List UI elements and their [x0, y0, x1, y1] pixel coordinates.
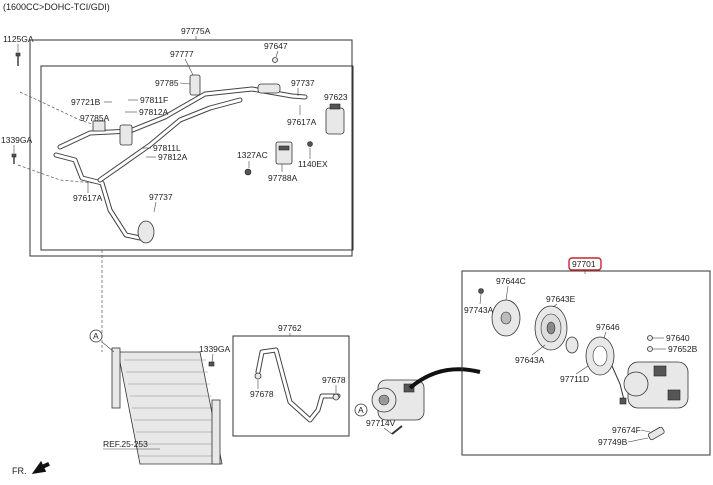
part-label-97678-left: 97678 — [250, 389, 274, 399]
ref-label: REF.25-253 — [103, 439, 148, 449]
part-label-97737-low: 97737 — [149, 192, 173, 202]
o-ring-icon — [272, 57, 278, 63]
snap-ring — [565, 336, 579, 354]
part-label-97812a-low: 97812A — [158, 152, 188, 162]
pipe-clamp — [92, 120, 106, 132]
part-label-97646: 97646 — [596, 322, 620, 332]
o-ring-icon — [332, 393, 340, 401]
nut-icon — [244, 168, 252, 176]
part-label-97714v: 97714V — [366, 418, 396, 428]
part-label-1339ga-top: 1339GA — [1, 135, 33, 145]
part-label-97617a-left: 97617A — [73, 193, 103, 203]
part-label-97643e: 97643E — [546, 294, 576, 304]
relief-valve — [647, 426, 665, 441]
part-label-97777: 97777 — [170, 49, 194, 59]
bolt-icon — [391, 425, 403, 435]
pipe-service-valve — [119, 124, 133, 146]
part-label-97775a: 97775A — [181, 26, 211, 36]
o-ring-icon — [254, 372, 262, 380]
compressor-body — [623, 361, 689, 409]
discharge-hose-box — [232, 335, 350, 437]
front-arrow-icon — [31, 460, 50, 475]
part-label-1327ac: 1327AC — [237, 150, 268, 160]
part-label-97678-right: 97678 — [322, 375, 346, 385]
part-label-97785a: 97785A — [80, 113, 110, 123]
pipe-bracket — [189, 74, 201, 96]
front-direction-label: FR. — [12, 466, 27, 476]
part-label-97762: 97762 — [278, 323, 302, 333]
compressor-detail-box — [461, 270, 711, 456]
part-label-97647: 97647 — [264, 41, 288, 51]
part-label-1125ga: 1125GA — [3, 34, 34, 44]
field-coil — [585, 336, 627, 405]
guide-line — [19, 91, 96, 126]
discharge-hose — [255, 347, 341, 423]
pipe-end-fitting — [137, 220, 155, 244]
o-ring-icon — [647, 346, 653, 352]
engine-spec-label: (1600CC>DOHC-TCI/GDI) — [3, 2, 110, 12]
detail-arrow — [408, 367, 481, 390]
part-label-97812a-top: 97812A — [139, 107, 169, 117]
part-label-97623: 97623 — [324, 92, 348, 102]
part-label-97701: 97701 — [572, 259, 596, 269]
part-label-97737-top: 97737 — [291, 78, 315, 88]
pipe-muffler — [257, 83, 281, 94]
pipe-assembly-inner-box — [40, 65, 354, 251]
part-label-97617a-right: 97617A — [287, 117, 317, 127]
pipe-assembly-outer-box — [29, 39, 353, 257]
part-label-97674f: 97674F — [612, 425, 641, 435]
bolt-icon — [15, 52, 21, 66]
receiver-drier — [325, 103, 345, 135]
suction-pipe — [53, 86, 308, 241]
part-label-97788a: 97788A — [268, 173, 298, 183]
bolt-icon — [11, 153, 17, 164]
part-label-97749b: 97749B — [598, 437, 628, 447]
bolt-icon — [307, 141, 313, 147]
bolt-icon — [208, 361, 215, 367]
part-label-97785: 97785 — [155, 78, 179, 88]
part-label-1339ga-mid: 1339GA — [199, 344, 231, 354]
part-label-97743a: 97743A — [464, 305, 494, 315]
pressure-plate — [491, 299, 521, 337]
svg-text:A: A — [93, 331, 99, 341]
bolt-icon — [478, 288, 484, 294]
part-label-97643a: 97643A — [515, 355, 545, 365]
part-label-97811f: 97811F — [140, 95, 168, 105]
compressor — [371, 379, 425, 421]
part-label-1140ex: 1140EX — [298, 159, 328, 169]
condenser — [111, 347, 223, 465]
part-label-97644c: 97644C — [496, 276, 526, 286]
pulley — [534, 305, 568, 351]
pressure-sensor-bracket — [275, 141, 293, 165]
circle-marker-a: A — [89, 329, 103, 343]
part-label-97640: 97640 — [666, 333, 690, 343]
part-label-97721b: 97721B — [71, 97, 101, 107]
part-label-97811l: 97811L — [153, 143, 181, 153]
o-ring-icon — [647, 335, 653, 341]
circle-marker-a: A — [354, 403, 368, 417]
part-label-97652b: 97652B — [668, 344, 698, 354]
svg-text:A: A — [358, 405, 364, 415]
part-label-97711d: 97711D — [560, 374, 589, 384]
